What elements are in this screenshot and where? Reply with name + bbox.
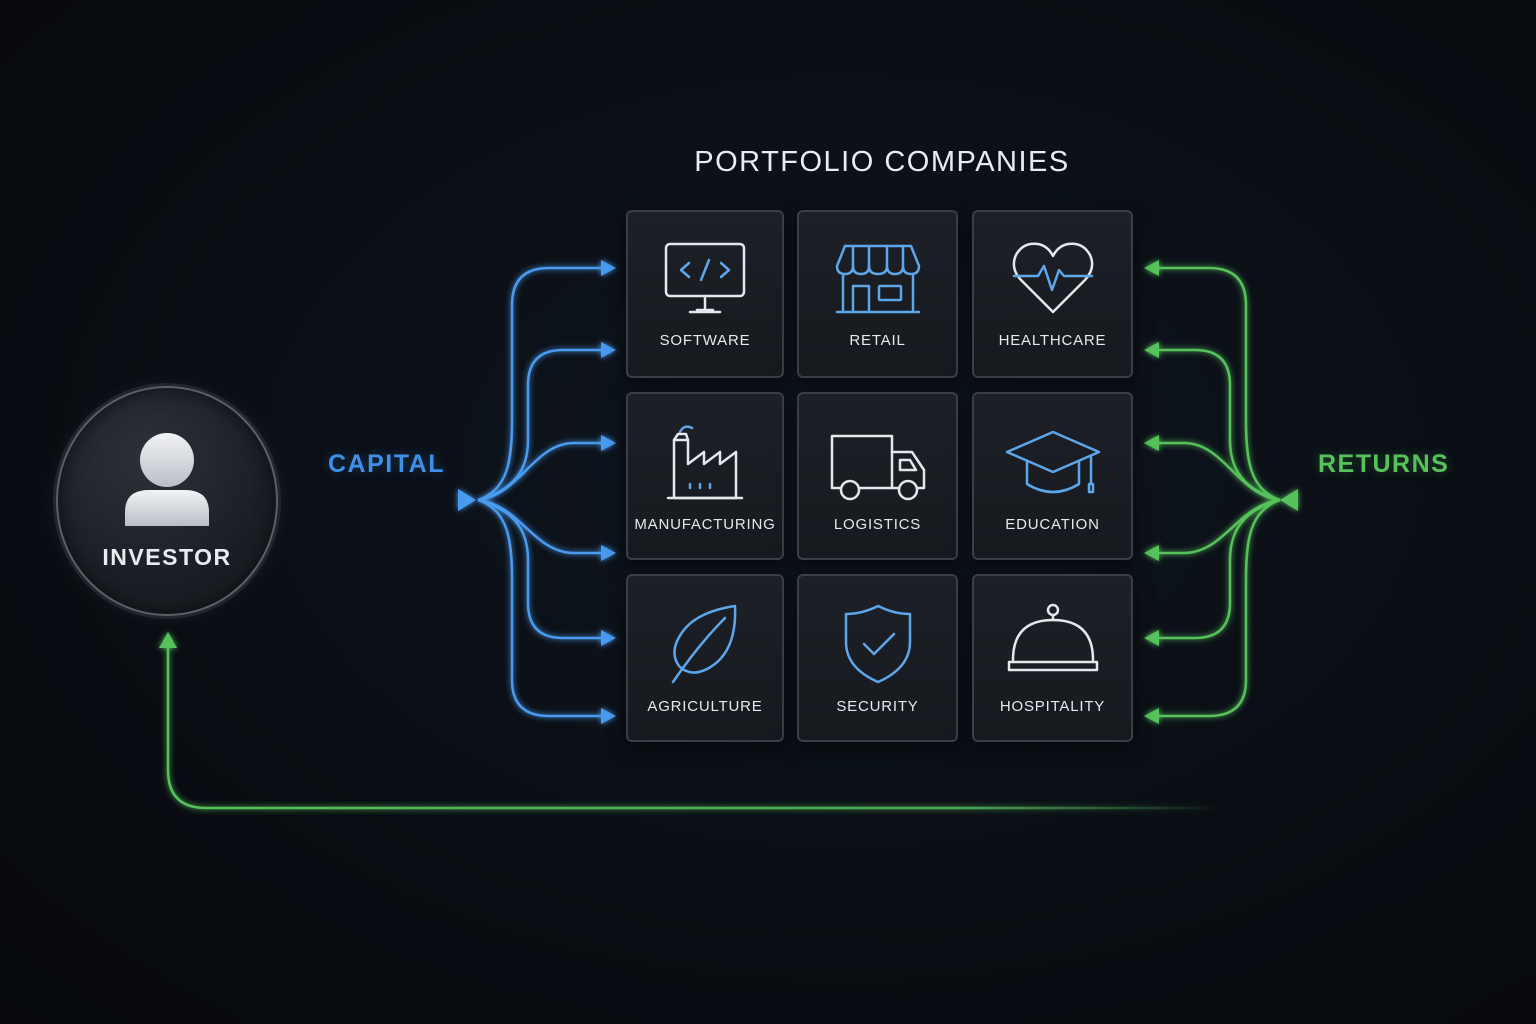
capital-arrow-2 [601, 342, 616, 358]
page-title: PORTFOLIO COMPANIES [694, 146, 1070, 178]
returns-flow [159, 260, 1496, 810]
company-tile-retail: RETAIL [797, 210, 958, 378]
returns-branch-3 [1156, 441, 1281, 502]
shield-check-icon [844, 604, 911, 684]
company-label: HEALTHCARE [998, 332, 1107, 349]
company-label: AGRICULTURE [647, 698, 763, 715]
company-tile-education: EDUCATION [972, 392, 1133, 560]
returns-branch-1 [1156, 266, 1281, 502]
heart-pulse-icon [1012, 242, 1093, 314]
company-label: MANUFACTURING [634, 516, 776, 533]
returns-to-investor-line [166, 648, 1220, 810]
company-label: LOGISTICS [833, 516, 922, 533]
company-label: SECURITY [836, 698, 919, 715]
factory-icon [666, 425, 744, 500]
capital-branch-education [477, 498, 604, 718]
returns-main-arrow [1280, 489, 1298, 511]
person-icon [125, 433, 209, 526]
company-tile-agriculture: AGRICULTURE [626, 574, 784, 742]
capital-label: CAPITAL [328, 450, 445, 478]
company-label: RETAIL [849, 332, 906, 349]
capital-main-arrow [458, 489, 476, 511]
capital-arrow-1 [601, 260, 616, 276]
returns-to-investor-arrow [159, 632, 177, 648]
returns-arrow-2 [1144, 342, 1159, 358]
capital-arrow-5 [601, 630, 616, 646]
monitor-code-icon [664, 242, 746, 314]
returns-arrow-4 [1144, 545, 1159, 561]
returns-branch-6 [1156, 498, 1281, 718]
capital-flow [292, 260, 616, 724]
returns-arrow-1 [1144, 260, 1159, 276]
company-tile-hospitality: HOSPITALITY [972, 574, 1133, 742]
cloche-icon [1007, 603, 1098, 672]
company-tile-logistics: LOGISTICS [797, 392, 958, 560]
investor-node: INVESTOR [56, 386, 278, 616]
capital-branch-retail [477, 348, 604, 502]
investor-label: INVESTOR [102, 544, 232, 570]
returns-label: RETURNS [1318, 450, 1450, 478]
company-tile-manufacturing: MANUFACTURING [626, 392, 784, 560]
capital-branch-software [477, 266, 604, 502]
truck-icon [830, 434, 925, 501]
leaf-icon [671, 604, 737, 684]
company-label: HOSPITALITY [999, 698, 1106, 715]
company-tile-software: SOFTWARE [626, 210, 784, 378]
company-label: EDUCATION [1005, 516, 1100, 533]
capital-arrow-3 [601, 435, 616, 451]
capital-branch-logistics [477, 498, 604, 640]
returns-branch-2 [1156, 348, 1281, 502]
graduation-cap-icon [1005, 430, 1100, 494]
capital-branch-healthcare [477, 441, 604, 502]
returns-branch-5 [1156, 498, 1281, 640]
returns-arrow-3 [1144, 435, 1159, 451]
capital-arrow-4 [601, 545, 616, 561]
returns-arrow-6 [1144, 708, 1159, 724]
returns-arrow-5 [1144, 630, 1159, 646]
company-tile-healthcare: HEALTHCARE [972, 210, 1133, 378]
company-label: SOFTWARE [659, 332, 751, 349]
storefront-icon [835, 244, 920, 314]
capital-arrow-6 [601, 708, 616, 724]
company-tile-security: SECURITY [797, 574, 958, 742]
